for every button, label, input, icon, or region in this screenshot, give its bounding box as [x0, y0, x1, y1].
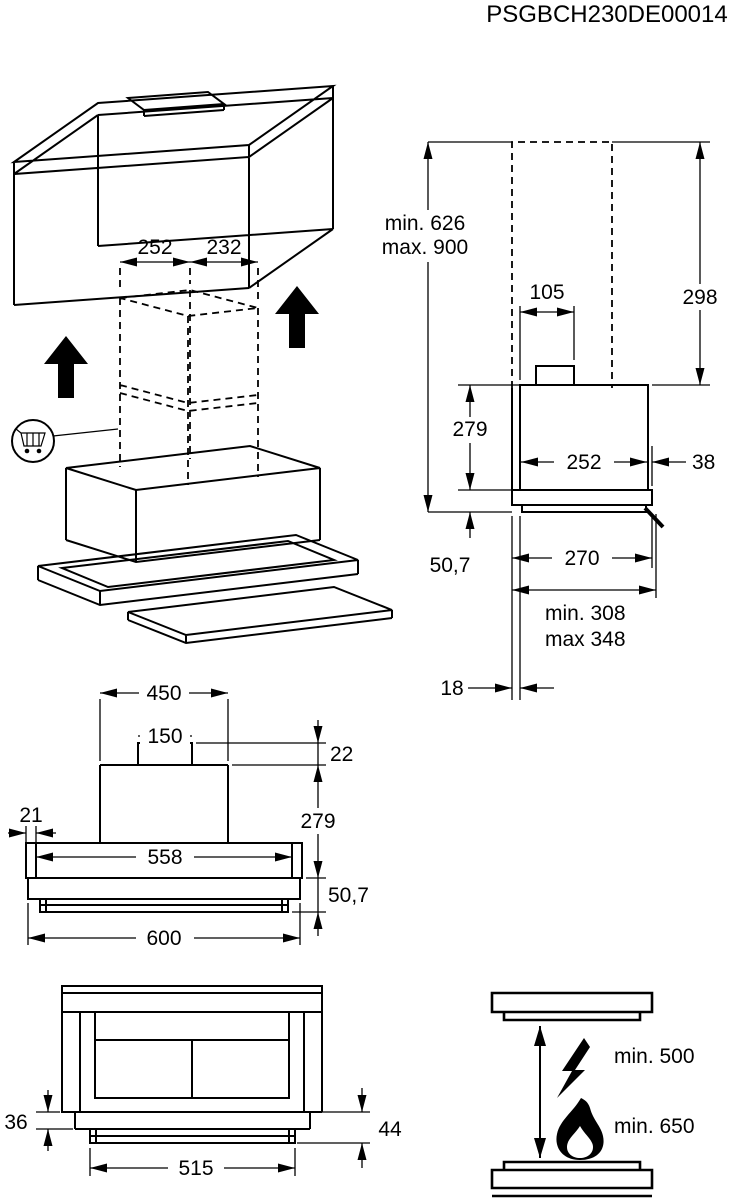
dim-600-bg: [136, 924, 194, 951]
iso-dim-arrowheads: [120, 257, 258, 267]
front-view: 450 150 22 279 21 558 50,7 600: [8, 680, 369, 951]
dim-label-min-626: min. 626: [385, 212, 466, 235]
cabinet-view: 36 44 515: [4, 985, 402, 1181]
dim-label-22: 22: [330, 743, 353, 766]
dim-label-298: 298: [682, 286, 717, 309]
lightning-icon: [557, 1038, 590, 1098]
cart-glyph: [15, 428, 46, 447]
dim-label-36: 36: [4, 1111, 27, 1134]
dim-label-18: 18: [440, 677, 463, 700]
dim-label-232-duct: 232: [206, 236, 241, 259]
dim-label-38: 38: [692, 451, 715, 474]
iso-view: 252 232: [10, 84, 393, 645]
front-body-outline: [25, 742, 303, 913]
cart-wheel-right: [36, 448, 42, 454]
chimney-dashed-outline: [511, 141, 613, 388]
dim-252-side-bg: [554, 448, 614, 476]
dim-label-max-900: max. 900: [382, 236, 468, 259]
dim-label-515: 515: [178, 1157, 213, 1180]
flame-inner: [567, 1126, 593, 1158]
duct-dashed-outline: [119, 268, 259, 485]
dim-label-150: 150: [147, 725, 182, 748]
dim-298-bg: [676, 284, 724, 310]
dim-270-bg: [552, 544, 612, 572]
dim-label-50-7-side: 50,7: [430, 554, 471, 577]
dim-label-279-side: 279: [452, 418, 487, 441]
cabinet-front-outline: [61, 985, 323, 1144]
dim-label-279-front: 279: [300, 810, 335, 833]
dim-label-min-308: min. 308: [545, 602, 626, 625]
dim-label-270: 270: [564, 547, 599, 570]
hood-body-outline: [37, 444, 393, 645]
dim-label-105: 105: [529, 281, 564, 304]
clearance-view: min. 500 min. 650: [490, 991, 695, 1198]
clearance-label-electric: min. 500: [614, 1045, 695, 1068]
cart-wheel-left: [24, 448, 30, 454]
dim-label-max-348: max 348: [545, 628, 626, 651]
dim-label-44: 44: [378, 1118, 402, 1141]
dim-558-bg: [136, 844, 194, 871]
side-view: min. 626 max. 900 105 298 279 252 38 50,…: [374, 141, 724, 700]
dim-450-bg: [139, 680, 189, 706]
dim-label-450: 450: [146, 682, 181, 705]
lift-arrow-left: [44, 336, 88, 398]
clearance-label-gas: min. 650: [614, 1115, 695, 1138]
dim-label-252-duct: 252: [137, 236, 172, 259]
dim-label-600: 600: [146, 927, 181, 950]
lift-arrow-right: [275, 286, 319, 348]
dim-label-252-side: 252: [566, 451, 601, 474]
shopping-cart-icon: [11, 419, 55, 463]
cooktop-bar: [490, 1160, 654, 1198]
dim-label-21: 21: [19, 804, 42, 827]
iso-dim-lines: [52, 261, 258, 437]
height-label-bg: [374, 210, 476, 262]
visor-handle: [643, 506, 665, 529]
hood-bottom-bar: [490, 991, 654, 1022]
dim-515-bg: [168, 1155, 224, 1181]
cart-circle: [11, 419, 55, 463]
dim-150-bg: [140, 723, 190, 749]
dim-label-50-7-front: 50,7: [328, 884, 369, 907]
dim-279-front-bg: [292, 808, 344, 834]
dim-label-558: 558: [147, 846, 182, 869]
dim-279-side-bg: [444, 417, 496, 443]
cabinet-outline: [10, 84, 337, 306]
model-code: PSGBCH230DE00014: [486, 1, 727, 28]
side-body-outline: [511, 365, 653, 513]
